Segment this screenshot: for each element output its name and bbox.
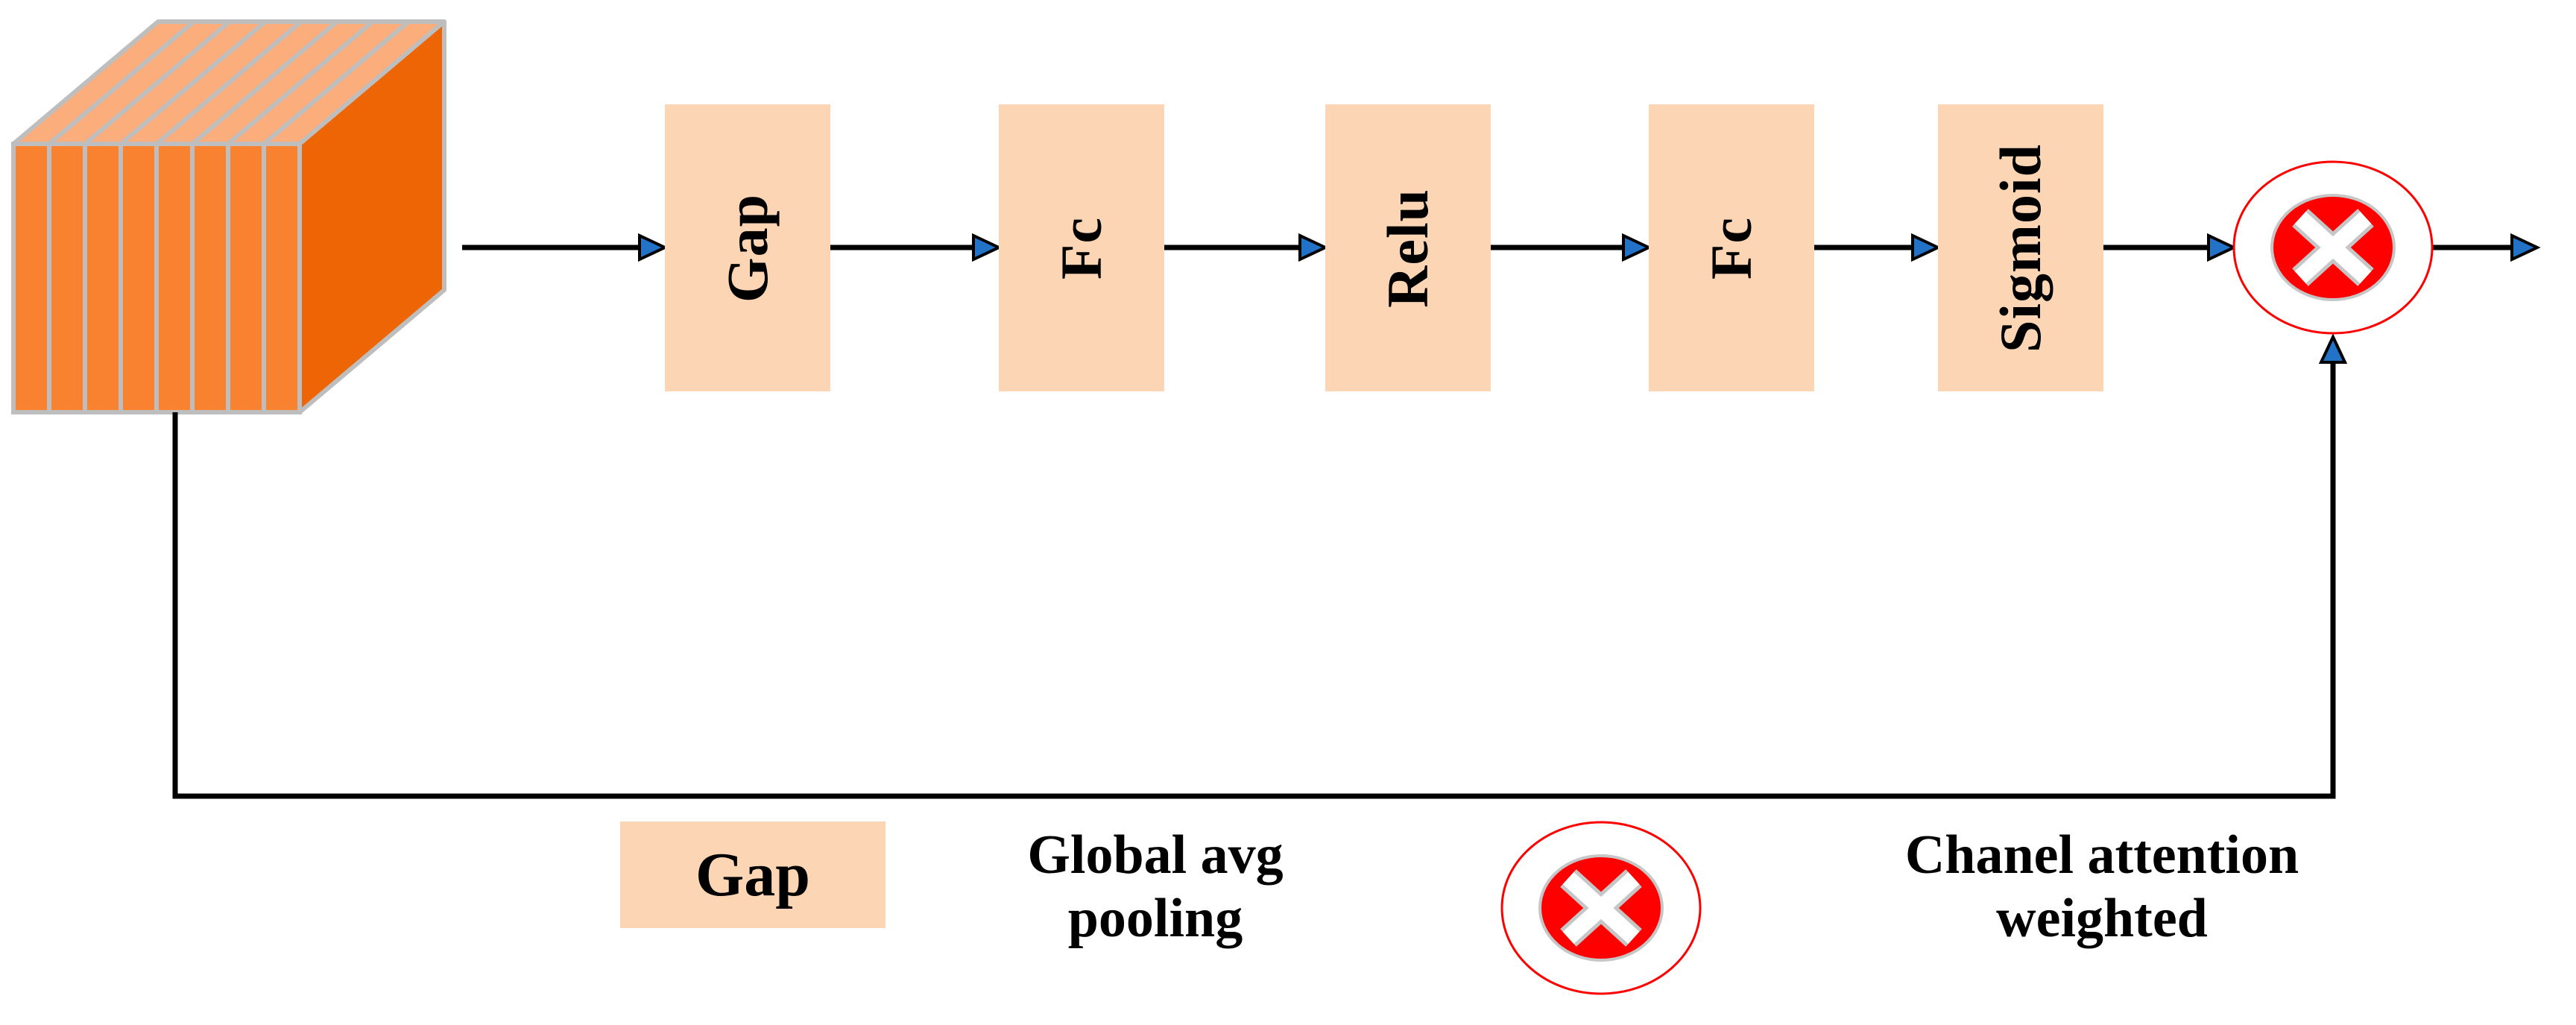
block-gap: Gap bbox=[665, 104, 830, 391]
block-sigmoid: Sigmoid bbox=[1938, 104, 2103, 391]
cube-top-slice-lines bbox=[48, 19, 410, 146]
input-feature-cube bbox=[11, 19, 446, 414]
arrow-sigmoid-to-multiply bbox=[2103, 233, 2238, 262]
skip-connection-arrow bbox=[172, 333, 2348, 799]
legend-gap-swatch-label: Gap bbox=[695, 840, 811, 909]
block-gap-label: Gap bbox=[715, 193, 780, 303]
cube-side-face bbox=[297, 19, 446, 414]
arrow-gap-to-fc1 bbox=[830, 233, 1003, 262]
arrow-fc1-to-relu bbox=[1164, 233, 1329, 262]
block-fc1: Fc bbox=[999, 104, 1164, 391]
legend-gap-swatch: Gap bbox=[620, 821, 886, 928]
arrow-fc2-to-sigmoid bbox=[1814, 233, 1942, 262]
block-relu: Relu bbox=[1325, 104, 1491, 391]
legend-multiply-description: Chanel attention weighted bbox=[1904, 824, 2299, 950]
legend-gap-description: Global avg pooling bbox=[1027, 824, 1284, 950]
block-fc2-label: Fc bbox=[1698, 216, 1764, 280]
multiply-node bbox=[2232, 160, 2434, 335]
cube-front-slice-lines bbox=[47, 144, 266, 412]
arrow-relu-to-fc2 bbox=[1491, 233, 1652, 262]
arrow-cube-to-gap bbox=[462, 233, 669, 262]
block-relu-label: Relu bbox=[1375, 188, 1440, 308]
block-fc2: Fc bbox=[1649, 104, 1814, 391]
legend-multiply-node bbox=[1500, 821, 1702, 995]
block-sigmoid-label: Sigmoid bbox=[1988, 143, 2053, 353]
block-fc1-label: Fc bbox=[1048, 216, 1114, 280]
output-arrow bbox=[2432, 233, 2541, 262]
